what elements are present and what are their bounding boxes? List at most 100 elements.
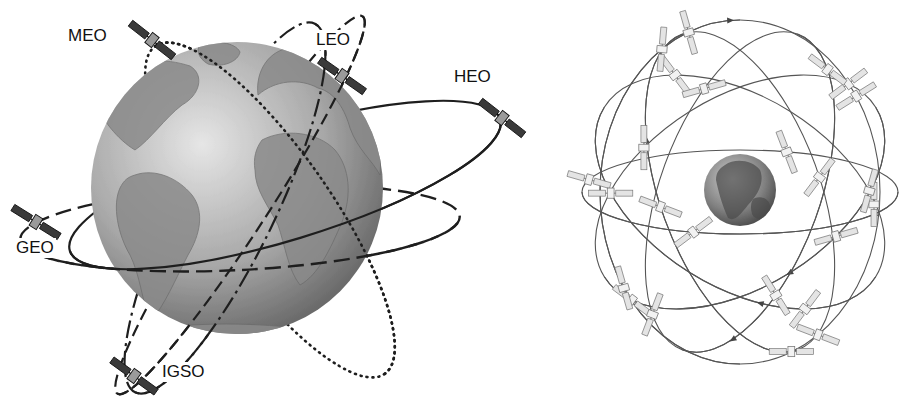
orbit-label: HEO <box>452 67 493 87</box>
satellite-icon <box>10 202 63 242</box>
satellite-body <box>770 290 782 301</box>
constellation-orbit-front <box>600 20 740 364</box>
satellite-icon <box>658 54 693 95</box>
constellation-orbit-front <box>554 107 876 357</box>
satellite-icon <box>477 96 528 140</box>
satellite-body <box>145 32 159 47</box>
satellite-icon <box>828 66 869 101</box>
solar-panel <box>804 179 819 196</box>
constellation-orbit-front <box>607 34 797 377</box>
satellite-icon <box>673 215 714 250</box>
constellation-orbit <box>554 27 900 358</box>
constellation-orbit <box>607 7 872 377</box>
satellite-icon <box>640 292 665 337</box>
satellite-body <box>335 68 349 83</box>
satellite-icon <box>858 168 880 213</box>
small-land-b <box>751 197 770 219</box>
orbit-direction-arrow <box>728 335 737 344</box>
satellite-icon <box>655 27 669 72</box>
solar-panel <box>478 98 499 117</box>
constellation-orbit <box>582 150 898 234</box>
satellite-icon <box>813 225 858 247</box>
constellation-orbits-back <box>554 7 900 377</box>
orbit-direction-arrow <box>785 269 794 278</box>
solar-panel <box>505 119 526 138</box>
satellite-body <box>822 63 834 75</box>
constellation-orbit <box>600 20 880 364</box>
heo-orbit-front <box>70 119 516 303</box>
satellite-icon <box>788 288 823 329</box>
solar-panel <box>796 349 813 355</box>
satellite-icon <box>638 194 683 219</box>
satellite-icon <box>127 18 178 62</box>
solar-panel <box>868 169 878 187</box>
solar-panel <box>814 235 832 245</box>
satellite-body <box>863 186 875 195</box>
constellation-orbit-front <box>604 107 900 357</box>
satellite-body <box>869 201 879 208</box>
solar-panel <box>593 178 611 188</box>
solar-panel <box>829 84 846 99</box>
solar-panel <box>318 57 339 75</box>
constellation-orbit-front <box>582 192 898 234</box>
solar-panel <box>806 290 821 307</box>
solar-panel <box>622 292 632 310</box>
orbit-direction-arrow <box>727 17 734 23</box>
solar-panel <box>589 190 606 196</box>
orbit-direction-arrow <box>756 299 764 307</box>
solar-panel <box>682 87 700 97</box>
satellite-body <box>607 188 614 198</box>
satellite-icon <box>835 80 878 112</box>
orbit-label: IGSO <box>160 362 207 382</box>
solar-panel <box>776 130 788 148</box>
land-antarctica <box>150 324 310 345</box>
satellite-body <box>851 90 862 102</box>
solar-panel <box>820 158 835 175</box>
constellation-orbit <box>607 7 872 377</box>
satellite-body <box>639 144 649 151</box>
satellite-body <box>584 174 593 186</box>
satellite-icon <box>108 355 160 397</box>
solar-panel <box>659 27 666 44</box>
solar-panel <box>776 298 790 316</box>
solar-panel <box>345 77 366 95</box>
solar-panel <box>651 293 663 311</box>
orbit-label: MEO <box>66 26 109 46</box>
satellite-body <box>656 201 666 213</box>
small-earth <box>704 154 776 226</box>
satellite-icon <box>769 346 813 356</box>
satellite-icon <box>678 10 700 55</box>
solar-panel <box>769 349 786 355</box>
land-greenland <box>198 42 240 65</box>
satellite-body <box>781 147 793 157</box>
solar-panel <box>674 233 691 248</box>
solar-panel <box>822 334 840 346</box>
solar-panel <box>137 377 158 395</box>
solar-panel <box>11 204 33 221</box>
satellite-body <box>646 309 658 319</box>
satellite-body <box>831 231 840 243</box>
satellite-body <box>683 28 695 37</box>
solar-panel <box>851 68 868 83</box>
satellite-body <box>688 226 700 238</box>
solar-panel <box>796 324 814 336</box>
satellite-body <box>699 83 708 95</box>
satellite-icon <box>774 129 799 174</box>
orbit-paths-front <box>20 12 516 404</box>
solar-panel <box>762 275 776 293</box>
small-earth-sphere <box>704 154 776 226</box>
earth-globe <box>91 42 383 345</box>
solar-panel <box>696 216 713 231</box>
solar-panel <box>808 54 825 69</box>
satellite-icon <box>566 169 611 191</box>
solar-panel <box>39 222 61 239</box>
solar-panel <box>786 156 798 174</box>
meo-orbit-front <box>155 12 434 374</box>
solar-panel <box>110 357 131 375</box>
solar-panel <box>708 80 726 90</box>
satellite-icon <box>807 52 848 87</box>
satellite-icon <box>589 188 633 198</box>
satellite-body <box>788 346 795 356</box>
